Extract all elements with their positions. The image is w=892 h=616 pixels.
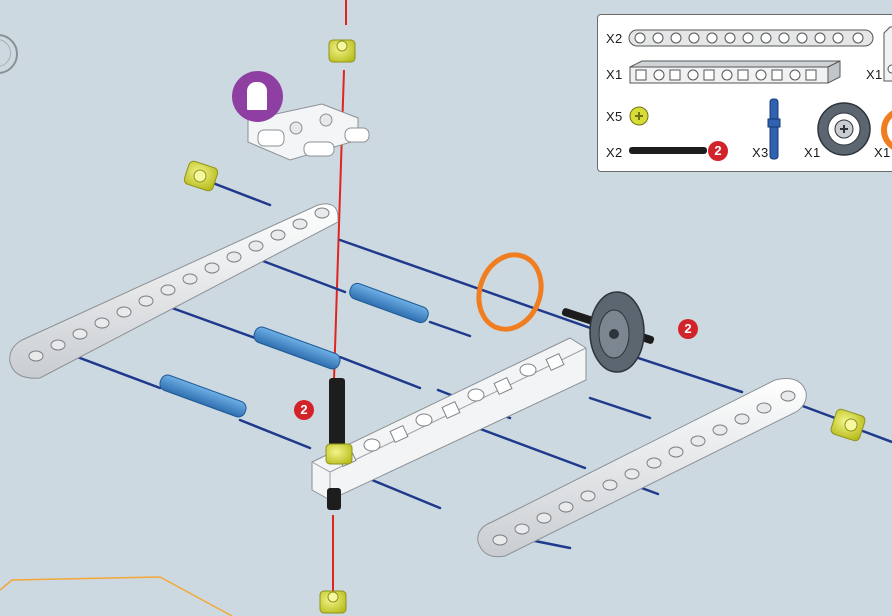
- yellow-bushing-top: [329, 40, 355, 62]
- bushing-part: [628, 105, 650, 127]
- axle-length-badge-right: 2: [678, 319, 698, 339]
- long-round-beam-part: [628, 27, 876, 49]
- yellow-bushing-axle: [326, 444, 352, 464]
- blue-guide-lines: [72, 180, 892, 548]
- qty-bushing: X5: [606, 109, 623, 124]
- blue-pin-2: [252, 325, 342, 371]
- blue-pin-part: [766, 97, 782, 161]
- axle-size-badge: 2: [708, 141, 728, 161]
- orange-guide-outline: [0, 577, 232, 616]
- blue-pin-1: [348, 281, 431, 324]
- purple-part-badge-icon: [232, 71, 283, 122]
- qty-axle: X2: [606, 145, 623, 160]
- yellow-bushing-right: [830, 408, 867, 442]
- blue-pin-3: [158, 373, 248, 419]
- yellow-bushing-left: [183, 160, 219, 192]
- orange-rubber-ring: [469, 246, 551, 338]
- pulley-wheel-part: [816, 101, 872, 157]
- qty-square-beam: X1: [606, 67, 623, 82]
- orange-ring-part: [880, 107, 892, 153]
- axle-part: [628, 145, 708, 157]
- square-hole-beam-part: [628, 59, 842, 85]
- yellow-bushing-bottom: [320, 591, 346, 613]
- parts-list-panel: X2 X1 X1 X5 X2: [597, 14, 892, 172]
- qty-long-beam: X2: [606, 31, 623, 46]
- frame-part-partial: [880, 23, 892, 83]
- axle-length-badge: 2: [294, 400, 314, 420]
